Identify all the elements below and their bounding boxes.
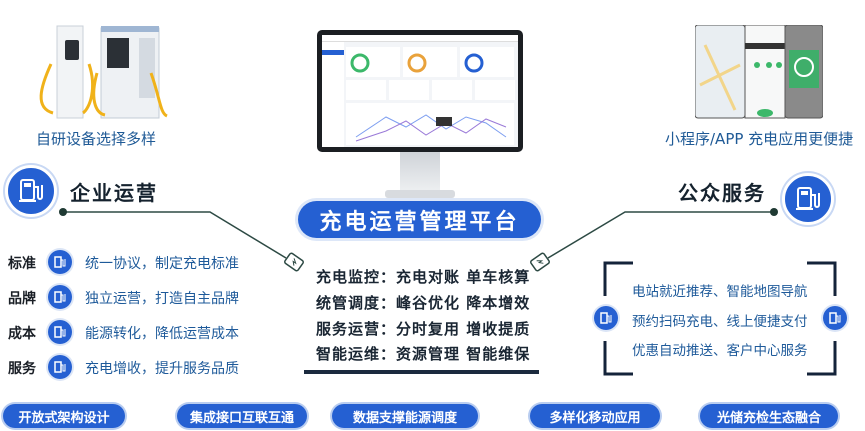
platform-feature: 统管调度：峰谷优化 降本增效 bbox=[316, 294, 531, 312]
charger-icon bbox=[5, 165, 57, 217]
row-text: 能源转化，降低运营成本 bbox=[85, 326, 239, 342]
public-line: 电站就近推荐、智能地图导航 bbox=[632, 284, 808, 300]
feature-pill: 光储充检生态融合 bbox=[700, 404, 838, 428]
platform-feature: 智能运维：资源管理 智能维保 bbox=[316, 345, 531, 363]
feature-pill: 开放式架构设计 bbox=[3, 404, 125, 428]
devices-caption: 自研设备选择多样 bbox=[36, 130, 157, 148]
row-label: 成本 bbox=[8, 326, 36, 342]
charger-icon bbox=[48, 285, 72, 309]
bracket-frame bbox=[603, 261, 837, 376]
platform-feature: 充电监控：充电对账 单车核算 bbox=[316, 268, 531, 286]
feature-pill: 多样化移动应用 bbox=[530, 404, 660, 428]
public-line: 优惠自动推送、客户中心服务 bbox=[632, 343, 808, 359]
enterprise-title: 企业运营 bbox=[70, 181, 158, 205]
feature-pill: 数据支撑能源调度 bbox=[332, 404, 478, 428]
monitor-base bbox=[385, 190, 455, 198]
feature-pill: 集成接口互联互通 bbox=[177, 404, 307, 428]
public-title: 公众服务 bbox=[678, 181, 766, 205]
platform-title: 充电运营管理平台 bbox=[298, 201, 541, 238]
row-label: 标准 bbox=[8, 256, 36, 272]
charger-icon bbox=[782, 173, 834, 225]
charger-icon bbox=[48, 250, 72, 274]
charger-icon bbox=[48, 355, 72, 379]
row-label: 服务 bbox=[8, 361, 36, 377]
charger-icon bbox=[594, 306, 618, 330]
apps-caption: 小程序/APP 充电应用更便捷 bbox=[665, 130, 854, 148]
plug-icon bbox=[530, 252, 550, 272]
row-text: 统一协议，制定充电标准 bbox=[85, 256, 239, 272]
monitor-stand bbox=[400, 152, 440, 192]
row-text: 充电增收，提升服务品质 bbox=[85, 361, 239, 377]
platform-feature: 服务运营：分时复用 增收提质 bbox=[316, 320, 531, 338]
connector-lines bbox=[59, 208, 778, 272]
row-label: 品牌 bbox=[8, 291, 36, 307]
row-text: 独立运营，打造自主品牌 bbox=[85, 291, 239, 307]
charger-icon bbox=[48, 320, 72, 344]
mobile-app-screenshots bbox=[695, 25, 823, 119]
dashboard-monitor bbox=[317, 30, 523, 152]
divider bbox=[304, 370, 539, 374]
charger-icon bbox=[823, 306, 847, 330]
plug-icon bbox=[284, 252, 304, 272]
charging-station-illustration bbox=[39, 25, 168, 119]
public-line: 预约扫码充电、线上便捷支付 bbox=[632, 314, 808, 330]
